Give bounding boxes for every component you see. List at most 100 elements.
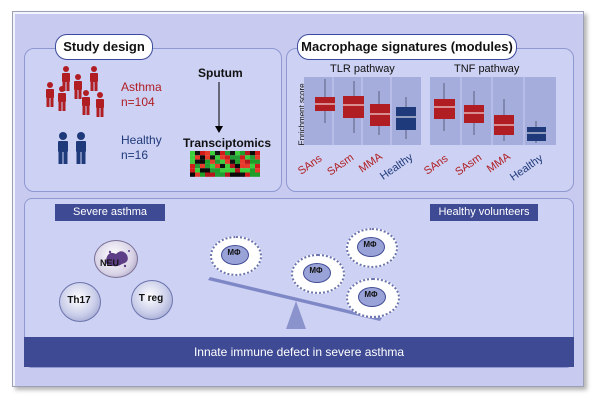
heatmap-cell: [235, 172, 240, 177]
heatmap-cell: [240, 163, 245, 169]
heatmap-cell: [200, 151, 205, 156]
heatmap-cell: [195, 151, 200, 156]
heatmap-cell: [210, 155, 215, 160]
heatmap-cell: [205, 151, 210, 156]
severe-asthma-tag: Severe asthma: [55, 204, 165, 221]
macrophage-left-label: MΦ: [227, 248, 241, 257]
heatmap-cell: [215, 155, 220, 160]
tnf-box-sasm: [464, 91, 484, 135]
healthy-volunteers-tag: Healthy volunteers: [430, 204, 538, 221]
asthma-count: n=104: [121, 95, 155, 109]
heatmap-cell: [245, 172, 250, 177]
transcriptomics-label: Transciptomics: [183, 136, 272, 150]
tnf-box-healthy: [527, 121, 546, 143]
heatmap-cell: [190, 159, 195, 164]
tnf-box-sans: [434, 83, 455, 131]
heatmap-cell: [245, 163, 250, 169]
macrophage-left-nucleus: [221, 245, 249, 265]
heatmap-cell: [220, 159, 225, 164]
seesaw-graphic: [208, 277, 382, 329]
macrophage-top-right-nucleus: [357, 237, 385, 257]
healthy-label: Healthy: [121, 133, 162, 147]
heatmap-cell: [255, 151, 260, 156]
heatmap-cell: [255, 172, 260, 177]
heatmap-cell: [225, 168, 230, 173]
heatmap-cell: [225, 163, 230, 169]
heatmap-cell: [225, 155, 230, 160]
heatmap-cell: [220, 163, 225, 169]
treg-cell: [131, 280, 173, 320]
heatmap-cell: [255, 155, 260, 160]
heatmap-cell: [215, 151, 220, 156]
heatmap-cell: [215, 159, 220, 164]
heatmap-cell: [195, 155, 200, 160]
heatmap-cell: [205, 155, 210, 160]
heatmap-cell: [235, 155, 240, 160]
heatmap-cell: [230, 151, 235, 156]
tlr-box-sans: [315, 79, 335, 123]
heatmap-cell: [210, 159, 215, 164]
down-arrow-icon: [215, 82, 223, 133]
heatmap-cell: [235, 151, 240, 156]
heatmap-cell: [250, 151, 255, 156]
tlr-pathway-title: TLR pathway: [330, 63, 395, 75]
signatures-title: Macrophage signatures (modules): [297, 34, 517, 60]
asthma-people-icon: [46, 66, 104, 117]
tlr-box-healthy: [396, 97, 416, 139]
study-design-title: Study design: [55, 34, 153, 60]
heatmap-cell: [225, 159, 230, 164]
heatmap-cell: [235, 168, 240, 173]
macrophage-bottom-right-nucleus: [358, 287, 386, 307]
heatmap-cell: [200, 155, 205, 160]
heatmap-cell: [220, 168, 225, 173]
heatmap-cell: [240, 168, 245, 173]
healthy-count: n=16: [121, 148, 149, 162]
treg-label: T reg: [138, 293, 164, 304]
th17-cell: [59, 282, 101, 322]
heatmap-cell: [215, 172, 220, 177]
macrophage-center-label: MΦ: [309, 266, 323, 275]
heatmap-cell: [250, 172, 255, 177]
asthma-label: Asthma: [121, 80, 162, 94]
heatmap-cell: [230, 155, 235, 160]
heatmap-cell: [225, 151, 230, 156]
heatmap-cell: [245, 168, 250, 173]
heatmap-cell: [190, 155, 195, 160]
heatmap-cell: [255, 159, 260, 164]
neutrophil-nucleus-icon: [105, 250, 130, 268]
heatmap-cell: [240, 151, 245, 156]
heatmap-cell: [230, 159, 235, 164]
heatmap-cell: [250, 159, 255, 164]
heatmap-cell: [225, 172, 230, 177]
heatmap-cell: [190, 168, 195, 173]
neu-label: NEU: [100, 258, 120, 268]
tlr-boxplot: [304, 77, 421, 145]
heatmap-cell: [230, 172, 235, 177]
heatmap-cell: [190, 163, 195, 169]
heatmap-cell: [240, 159, 245, 164]
tlr-box-sasm: [343, 81, 364, 133]
heatmap-cell: [245, 151, 250, 156]
heatmap-cell: [190, 151, 195, 156]
heatmap-cell: [195, 172, 200, 177]
heatmap-cell: [250, 168, 255, 173]
heatmap-cell: [245, 159, 250, 164]
heatmap-cell: [220, 151, 225, 156]
heatmap-cell: [255, 163, 260, 169]
heatmap-cell: [210, 172, 215, 177]
macrophage-bottom-right-label: MΦ: [364, 290, 378, 299]
heatmap-cell: [250, 163, 255, 169]
heatmap-cell: [200, 163, 205, 169]
heatmap-cell: [205, 172, 210, 177]
tnf-box-mma: [494, 99, 514, 141]
heatmap-cell: [195, 163, 200, 169]
heatmap-cell: [215, 163, 220, 169]
heatmap-cell: [230, 168, 235, 173]
heatmap-cell: [235, 159, 240, 164]
heatmap-cell: [200, 168, 205, 173]
heatmap-cell: [210, 163, 215, 169]
heatmap-cell: [205, 168, 210, 173]
heatmap-graphic: [190, 151, 260, 177]
tlr-box-mma: [370, 91, 390, 135]
heatmap-cell: [205, 159, 210, 164]
